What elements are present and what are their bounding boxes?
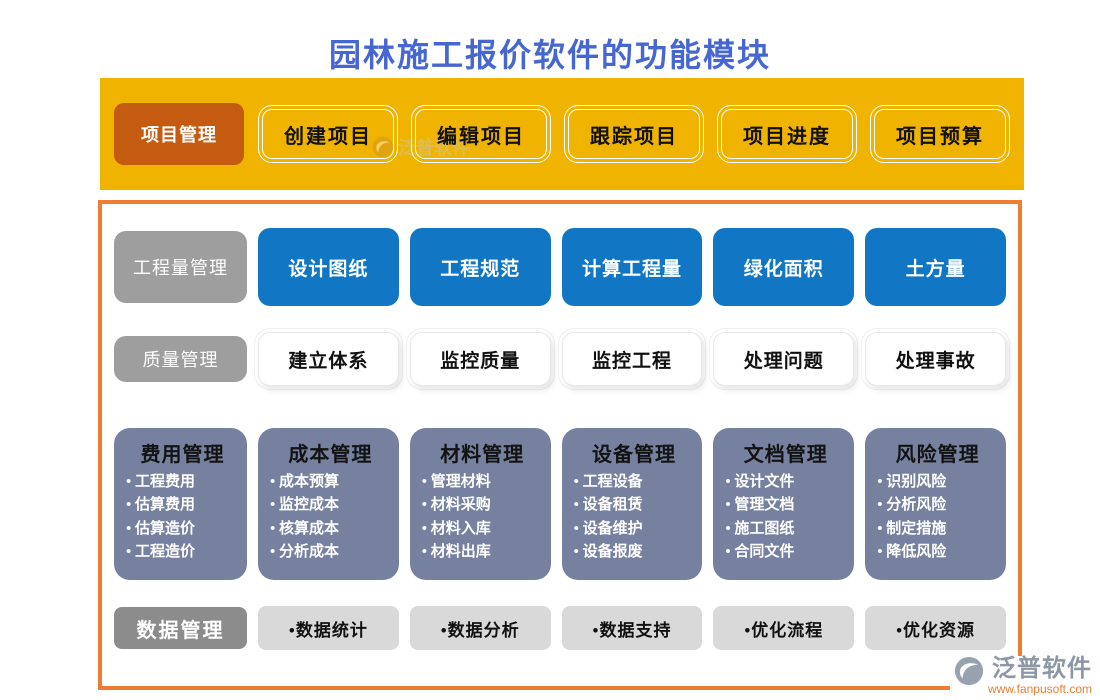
card-item: • 监控成本 [270,497,340,514]
label-quality-management: 质量管理 [114,336,247,382]
card-item: • 工程设备 [573,474,643,490]
modules-panel: 工程量管理 设计图纸 工程规范 计算工程量 绿化面积 土方量 质量管理 建立体系… [98,200,1022,690]
fanpu-logo-icon [954,656,984,685]
card-document-management: 文档管理 • 设计文件 • 管理文档 • 施工图纸 • 合同文件 [713,428,855,580]
card-title: 风险管理 [895,444,980,466]
banner-label-project-management: 项目管理 [114,103,244,165]
card-item: • 材料出库 [421,543,491,560]
button-calc-quantity: 计算工程量 [561,228,703,306]
card-item: • 识别风险 [877,474,947,490]
label-data-management: 数据管理 [114,607,247,649]
card-item: • 设备报废 [573,543,643,560]
button-data-support: •数据支持 [561,606,703,650]
row-data-management: 数据管理 •数据统计 •数据分析 •数据支持 •优化流程 •优化资源 [114,606,1006,650]
card-title: 成本管理 [288,444,373,466]
card-item: • 材料入库 [421,520,491,537]
card-equipment-management: 设备管理 • 工程设备 • 设备租赁 • 设备维护 • 设备报废 [561,428,703,580]
card-item: • 分析风险 [877,497,947,514]
button-handle-accidents: 处理事故 [865,332,1006,386]
page-title: 园林施工报价软件的功能模块 [328,37,771,73]
vendor-logo: 泛普软件 www.fanpusoft.com [949,655,1092,696]
card-item: • 设备租赁 [573,497,643,514]
row-quality-management: 质量管理 建立体系 监控质量 监控工程 处理问题 处理事故 [114,332,1006,386]
button-build-system: 建立体系 [258,332,399,386]
card-title: 材料管理 [440,444,525,466]
card-item: • 核算成本 [270,520,340,537]
card-item: • 分析成本 [270,543,340,560]
card-item: • 制定措施 [877,520,947,537]
button-design-drawings: 设计图纸 [258,228,399,306]
card-title: 费用管理 [140,444,225,466]
card-item: • 管理文档 [725,497,795,514]
row-quantity-management: 工程量管理 设计图纸 工程规范 计算工程量 绿化面积 土方量 [114,228,1006,306]
card-item: • 估算费用 [126,497,196,514]
button-earthwork-volume: 土方量 [865,228,1006,306]
card-title: 文档管理 [743,444,828,466]
button-optimize-resources: •优化资源 [865,606,1006,650]
banner-button-track-project: 跟踪项目 [564,105,704,163]
banner-button-edit-project: 编辑项目 [411,105,551,163]
banner-project-management: 项目管理 泛普软件 创建项目 编辑项目 跟踪项目 项目进度 项目预算 [100,78,1024,190]
vendor-logo-text: 泛普软件 www.fanpusoft.com [988,656,1092,696]
row-module-cards: 费用管理 • 工程费用 • 估算费用 • 估算造价 • 工程造价 成本管理 • … [114,428,1006,580]
card-title: 设备管理 [591,444,676,466]
button-optimize-process: •优化流程 [713,606,855,650]
label-quantity-management: 工程量管理 [114,231,247,303]
banner-button-create-project: 创建项目 [258,105,398,163]
button-greening-area: 绿化面积 [713,228,855,306]
button-monitor-quality: 监控质量 [409,332,551,386]
vendor-url: www.fanpusoft.com [987,682,1092,696]
button-monitor-project: 监控工程 [561,332,703,386]
card-item: • 管理材料 [421,474,491,490]
button-handle-issues: 处理问题 [713,332,855,386]
card-item: • 合同文件 [725,543,795,560]
card-expense-management: 费用管理 • 工程费用 • 估算费用 • 估算造价 • 工程造价 [114,428,247,580]
button-data-statistics: •数据统计 [258,606,399,650]
card-item: • 成本预算 [270,474,340,490]
card-risk-management: 风险管理 • 识别风险 • 分析风险 • 制定措施 • 降低风险 [865,428,1006,580]
button-engineering-specs: 工程规范 [409,228,551,306]
card-item: • 估算造价 [126,520,196,537]
banner-items: 创建项目 编辑项目 跟踪项目 项目进度 项目预算 [258,105,1010,163]
card-item: • 降低风险 [877,543,947,560]
card-item: • 施工图纸 [725,520,795,537]
button-data-analysis: •数据分析 [409,606,551,650]
banner-button-project-progress: 项目进度 [717,105,857,163]
card-item: • 工程费用 [126,474,196,490]
card-item: • 工程造价 [126,543,196,560]
card-material-management: 材料管理 • 管理材料 • 材料采购 • 材料入库 • 材料出库 [409,428,551,580]
vendor-name: 泛普软件 [992,655,1092,682]
card-item: • 材料采购 [421,497,491,514]
card-cost-management: 成本管理 • 成本预算 • 监控成本 • 核算成本 • 分析成本 [258,428,399,580]
banner-button-project-budget: 项目预算 [870,105,1010,163]
card-item: • 设计文件 [725,474,795,490]
card-item: • 设备维护 [573,520,643,537]
